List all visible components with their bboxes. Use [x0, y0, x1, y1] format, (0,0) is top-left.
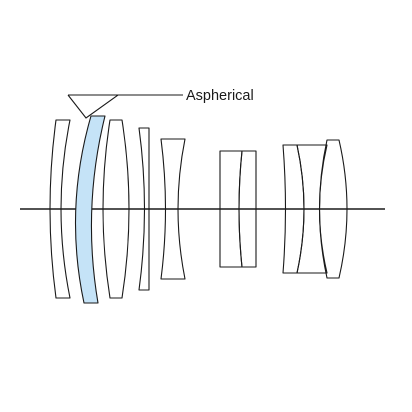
lens-element-4 — [138, 127, 150, 291]
lens-element-5 — [160, 138, 186, 280]
lens-element-6b — [238, 150, 257, 268]
aspherical-callout-leader — [67, 94, 183, 119]
aspherical-lens-element — [74, 115, 106, 304]
aspherical-callout-label: Aspherical — [186, 88, 254, 104]
lens-element-8 — [318, 139, 348, 279]
lens-element-3 — [102, 119, 130, 299]
lens-element-1 — [49, 119, 71, 299]
